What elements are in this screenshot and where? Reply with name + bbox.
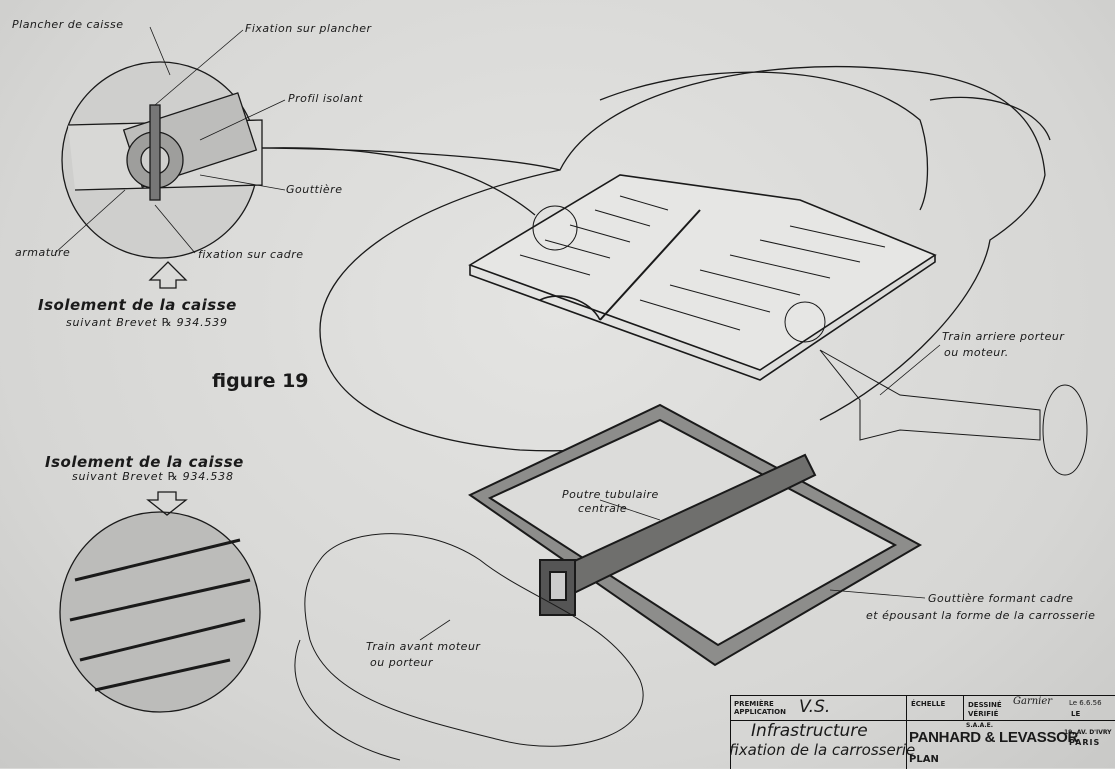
label-train-arriere-2: ou moteur.	[944, 346, 1009, 359]
detail-leader	[261, 147, 536, 216]
car-body-outline	[261, 65, 1051, 452]
label-leaders	[54, 26, 941, 641]
label-train-avant-2: ou porteur	[370, 656, 434, 669]
label-gouttiere-cadre-1: Gouttière formant cadre	[928, 592, 1074, 605]
detail-circle-bottom	[59, 511, 261, 713]
company-name: PANHARD & LEVASSOR	[909, 729, 1079, 746]
plan-label: PLAN	[909, 754, 939, 765]
verifie-le: LE	[1071, 710, 1081, 718]
caption-top-subtitle: suivant Brevet ℞ 934.539	[66, 316, 228, 329]
label-plancher-de-caisse: Plancher de caisse	[12, 18, 124, 31]
company-address-1: 19, AV. D'IVRY	[1064, 729, 1112, 736]
dessine-label: DESSINÉ	[968, 701, 1002, 709]
label-fixation-sur-plancher: Fixation sur plancher	[245, 22, 372, 35]
company-prefix: S.A.A.E.	[966, 722, 994, 729]
echelle-label: ÉCHELLE	[911, 700, 946, 708]
chassis-frame	[468, 403, 923, 667]
label-train-arriere-1: Train arriere porteur	[942, 330, 1065, 343]
label-gouttiere: Gouttière	[286, 183, 343, 196]
label-armature: armature	[15, 246, 71, 259]
label-poutre-1: Poutre tubulaire	[562, 488, 659, 501]
dessine-date: Le 6.6.56	[1069, 699, 1102, 707]
figure-number: figure 19	[212, 370, 309, 392]
drawing-title-line2: fixation de la carrosserie	[729, 741, 916, 759]
floor-pan	[468, 174, 937, 381]
label-profil-isolant: Profil isolant	[288, 92, 363, 105]
up-arrow-icon	[148, 261, 188, 289]
title-block: PREMIÈRE APPLICATION V.S. ÉCHELLE DESSIN…	[729, 695, 1115, 769]
premiere-label-2: APPLICATION	[734, 708, 786, 716]
label-poutre-2: centrale	[578, 502, 628, 515]
drawing-title-line1: Infrastructure	[751, 721, 868, 741]
verifie-label: VÉRIFIÉ	[968, 710, 999, 718]
caption-top-title: Isolement de la caisse	[38, 296, 237, 314]
caption-bottom-title: Isolement de la caisse	[45, 453, 244, 471]
premiere-label-1: PREMIÈRE	[734, 700, 774, 708]
premiere-application-value: V.S.	[799, 697, 831, 717]
dessine-signature: Garnier	[1013, 696, 1053, 707]
detail-circle-top	[61, 61, 263, 259]
caption-bottom-subtitle: suivant Brevet ℞ 934.538	[72, 470, 234, 483]
label-fixation-sur-cadre: fixation sur cadre	[198, 248, 304, 261]
front-train-outline	[294, 533, 644, 761]
company-address-2: PARIS	[1069, 738, 1101, 747]
down-arrow-icon	[146, 491, 188, 516]
label-gouttiere-cadre-2: et épousant la forme de la carrosserie	[866, 609, 1096, 622]
label-train-avant-1: Train avant moteur	[366, 640, 481, 653]
rear-train-outline	[819, 349, 1088, 476]
